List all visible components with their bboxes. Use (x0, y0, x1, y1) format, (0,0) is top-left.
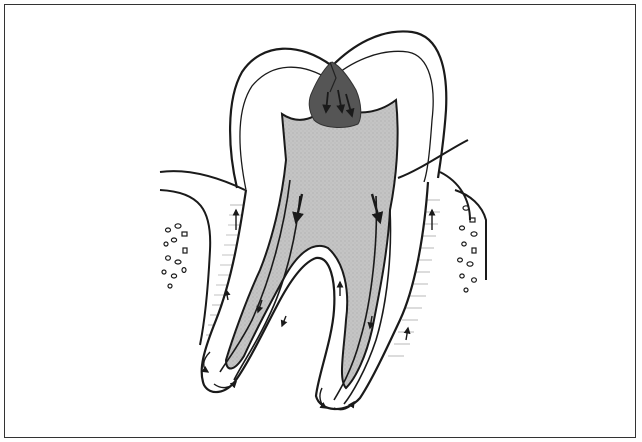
bone-granules-left (162, 224, 187, 288)
bone-granules-right (458, 206, 477, 292)
caries-lesion (309, 62, 361, 127)
